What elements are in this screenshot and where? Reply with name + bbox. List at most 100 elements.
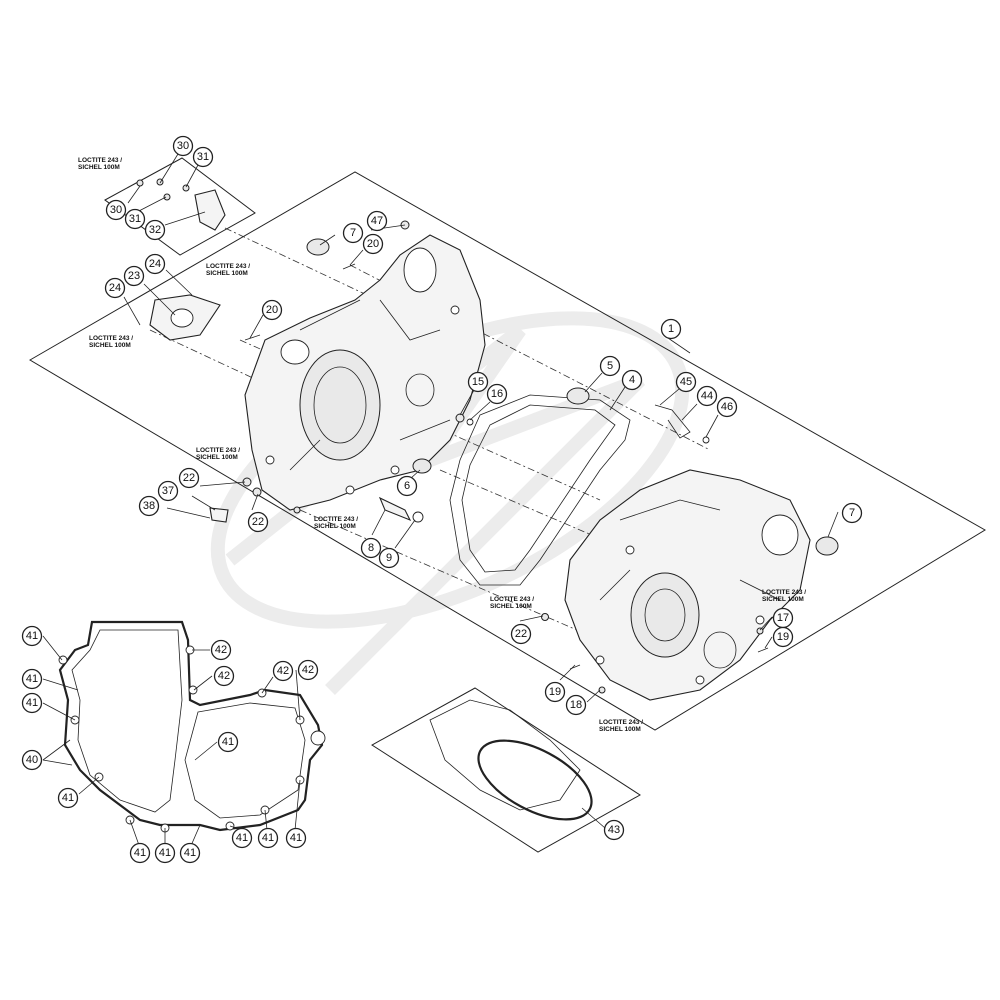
gasket-kit-drawing [429, 699, 593, 821]
callout-23: 23 [123, 265, 145, 287]
svg-text:42: 42 [277, 665, 289, 677]
svg-text:1: 1 [668, 323, 674, 335]
svg-text:42: 42 [302, 664, 314, 676]
crankcase-left-half [244, 234, 486, 511]
svg-text:46: 46 [721, 401, 733, 413]
svg-text:42: 42 [215, 644, 227, 656]
svg-text:7: 7 [849, 507, 855, 519]
callout-30: 30 [172, 135, 194, 157]
callout-41: 41 [21, 625, 43, 647]
svg-text:41: 41 [26, 673, 38, 685]
svg-text:19: 19 [549, 686, 561, 698]
callout-40: 40 [21, 749, 43, 771]
leader-lines [42, 153, 839, 849]
svg-text:38: 38 [143, 500, 155, 512]
svg-text:31: 31 [129, 213, 141, 225]
callout-42: 42 [297, 659, 319, 681]
callout-4: 4 [621, 369, 643, 391]
gasket-kit-frame [371, 687, 641, 853]
callout-41: 41 [231, 827, 253, 849]
callout-45: 45 [675, 371, 697, 393]
note-loctite: LOCTITE 243 /SICHEL 100M [762, 589, 806, 603]
callout-19: 19 [772, 626, 794, 648]
callout-31: 31 [124, 208, 146, 230]
note-loctite: LOCTITE 243 /SICHEL 100M [599, 719, 643, 733]
svg-text:9: 9 [386, 552, 392, 564]
callout-7: 7 [342, 222, 364, 244]
callout-5: 5 [599, 355, 621, 377]
svg-text:41: 41 [134, 847, 146, 859]
crankcase-gasket [449, 394, 631, 586]
svg-text:41: 41 [262, 832, 274, 844]
svg-text:5: 5 [607, 360, 613, 372]
callout-31: 31 [192, 146, 214, 168]
callout-24: 24 [144, 253, 166, 275]
large-gasket-drawing [58, 620, 326, 833]
svg-text:24: 24 [149, 258, 161, 270]
svg-text:24: 24 [109, 282, 121, 294]
callout-6: 6 [396, 475, 418, 497]
svg-text:15: 15 [472, 376, 484, 388]
svg-text:41: 41 [222, 736, 234, 748]
callout-47: 47 [366, 210, 388, 232]
callout-20: 20 [362, 233, 384, 255]
sensor-kit-frame [104, 157, 256, 256]
svg-text:41: 41 [236, 832, 248, 844]
callout-22: 22 [247, 511, 269, 533]
svg-text:22: 22 [515, 628, 527, 640]
callout-15: 15 [467, 371, 489, 393]
svg-text:7: 7 [350, 227, 356, 239]
svg-text:37: 37 [162, 485, 174, 497]
callout-16: 16 [486, 383, 508, 405]
svg-text:20: 20 [266, 304, 278, 316]
callout-22: 22 [510, 623, 532, 645]
callout-17: 17 [772, 607, 794, 629]
svg-text:43: 43 [608, 824, 620, 836]
svg-text:45: 45 [680, 376, 692, 388]
note-loctite: LOCTITE 243 /SICHEL 100M [314, 516, 358, 530]
svg-text:41: 41 [184, 847, 196, 859]
callout-41: 41 [21, 668, 43, 690]
callout-41: 41 [179, 842, 201, 864]
svg-text:6: 6 [404, 480, 410, 492]
callout-32: 32 [144, 219, 166, 241]
callout-38: 38 [138, 495, 160, 517]
crankcase-gasket-inner [461, 404, 616, 573]
svg-text:22: 22 [252, 516, 264, 528]
callout-41: 41 [154, 842, 176, 864]
svg-text:31: 31 [197, 151, 209, 163]
callout-9: 9 [378, 547, 400, 569]
note-loctite: LOCTITE 243 /SICHEL 100M [78, 157, 122, 171]
callout-42: 42 [213, 665, 235, 687]
callout-37: 37 [157, 480, 179, 502]
svg-text:18: 18 [570, 699, 582, 711]
callout-30: 30 [105, 199, 127, 221]
callout-42: 42 [210, 639, 232, 661]
svg-text:4: 4 [629, 374, 635, 386]
callout-44: 44 [696, 385, 718, 407]
svg-text:22: 22 [183, 472, 195, 484]
loctite-notes: LOCTITE 243 /SICHEL 100M LOCTITE 243 /SI… [78, 157, 806, 733]
note-loctite: LOCTITE 243 /SICHEL 100M [206, 263, 250, 277]
callout-41: 41 [21, 692, 43, 714]
callout-41: 41 [129, 842, 151, 864]
callout-1: 1 [660, 318, 682, 340]
callout-41: 41 [57, 787, 79, 809]
callout-42: 42 [272, 660, 294, 682]
callout-7: 7 [841, 502, 863, 524]
callout-24: 24 [104, 277, 126, 299]
crankcase-right-half [564, 469, 811, 701]
svg-text:30: 30 [177, 140, 189, 152]
note-loctite: LOCTITE 243 /SICHEL 100M [89, 335, 133, 349]
callout-41: 41 [285, 827, 307, 849]
svg-text:41: 41 [62, 792, 74, 804]
svg-text:19: 19 [777, 631, 789, 643]
callout-22: 22 [178, 467, 200, 489]
svg-text:40: 40 [26, 754, 38, 766]
callout-19: 19 [544, 681, 566, 703]
callout-20: 20 [261, 299, 283, 321]
callout-43: 43 [603, 819, 625, 841]
callout-46: 46 [716, 396, 738, 418]
svg-text:44: 44 [701, 390, 713, 402]
